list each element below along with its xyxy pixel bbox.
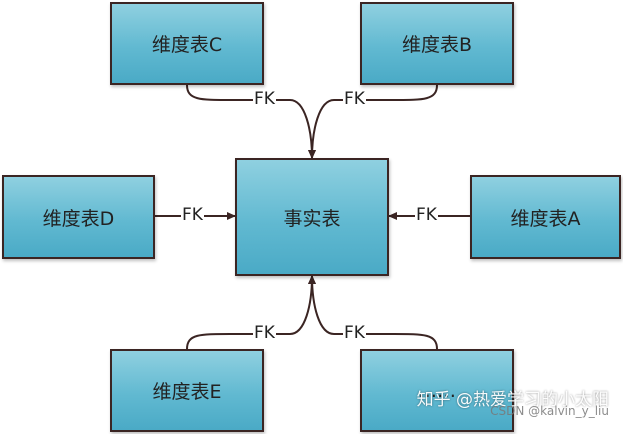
dimension-table-e: 维度表E [110, 349, 264, 432]
fk-connector-b [308, 84, 438, 159]
fk-label-d: FK [181, 205, 204, 225]
dimension-table-a: 维度表A [470, 175, 621, 259]
dimension-table-e-label: 维度表E [152, 381, 222, 403]
fk-label-b: FK [343, 89, 366, 109]
dimension-table-d-label: 维度表D [42, 207, 115, 230]
dimension-table-b-label: 维度表B [401, 34, 473, 56]
dimension-table-c-label: 维度表C [151, 34, 223, 56]
fk-connector-more [308, 275, 438, 350]
fk-connector-e [186, 275, 316, 350]
dimension-table-more: …… [360, 349, 514, 432]
fk-label-c: FK [253, 89, 276, 109]
fact-table-label: 事实表 [283, 207, 341, 230]
fk-label-more: FK [343, 323, 366, 343]
csdn-watermark: CSDN @kalvin_y_liu [490, 404, 609, 418]
fk-label-a: FK [415, 205, 438, 225]
zhihu-watermark: 知乎 @热爱学习的小太阳 [416, 390, 609, 410]
dimension-table-more-label: …… [418, 379, 456, 402]
dimension-table-c: 维度表C [110, 2, 264, 85]
fk-connector-c [186, 84, 316, 159]
watermark: 知乎 @热爱学习的小太阳 CSDN @kalvin_y_liu [417, 385, 609, 418]
dimension-table-a-label: 维度表A [510, 207, 581, 230]
fact-table: 事实表 [235, 158, 389, 276]
fk-label-e: FK [253, 323, 276, 343]
dimension-table-d: 维度表D [2, 175, 155, 259]
dimension-table-b: 维度表B [360, 2, 514, 85]
